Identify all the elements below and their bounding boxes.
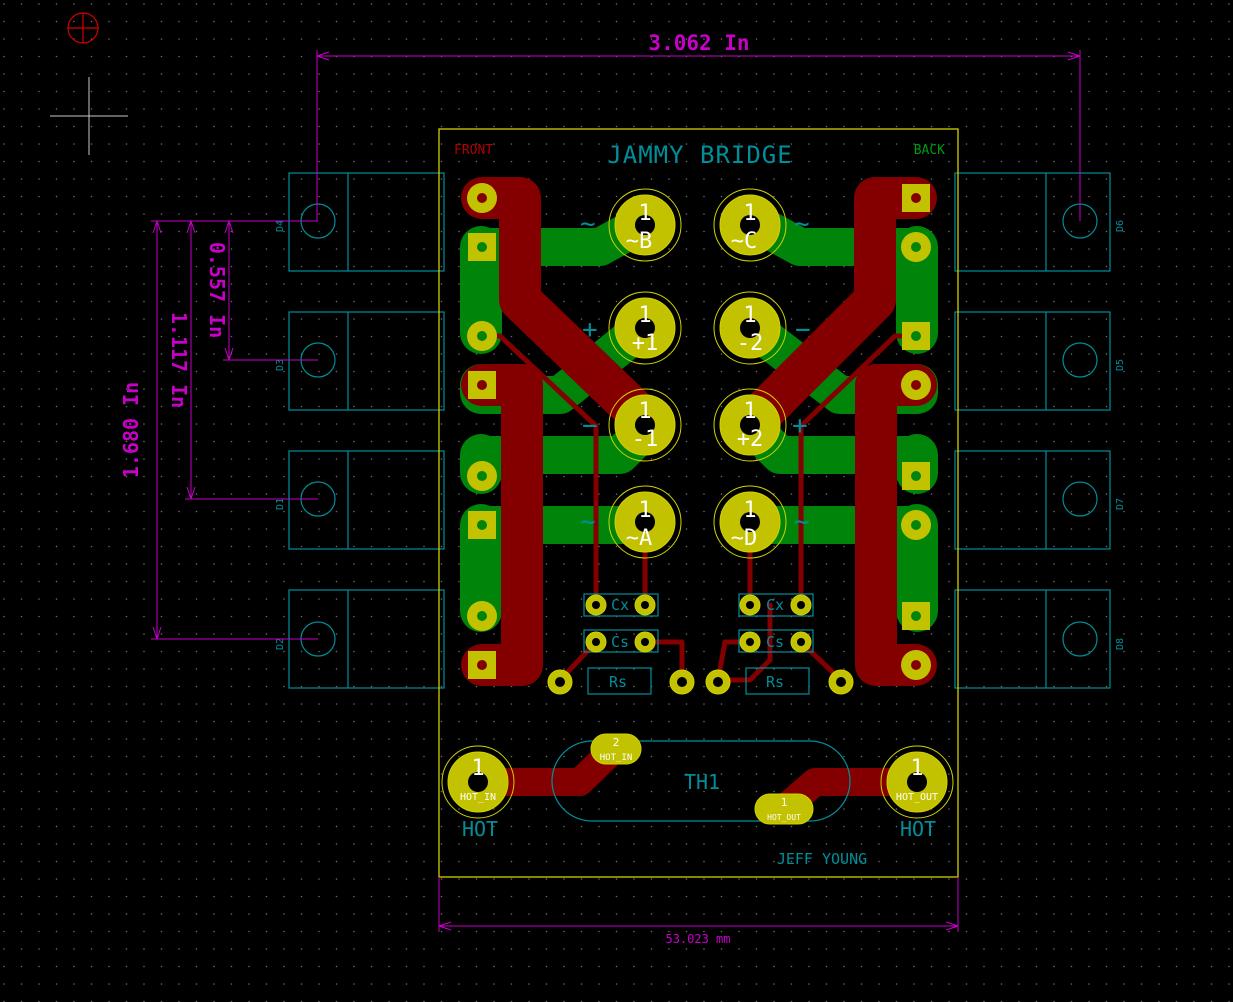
diode-d7: [954, 450, 1111, 550]
th1-pin2-net: HOT_IN: [600, 753, 633, 763]
th1-pin2: 2: [613, 736, 620, 749]
board-title: JAMMY BRIDGE: [607, 141, 792, 169]
dimension-1117: 1.117 In: [167, 312, 191, 408]
label-d7: D7: [1115, 498, 1126, 510]
label-d5: D5: [1115, 359, 1126, 371]
back-label: BACK: [914, 143, 945, 158]
author-label: JEFF YOUNG: [777, 850, 867, 868]
pad-hot-out-pin: 1: [910, 756, 923, 781]
terminal-pads: [447, 194, 948, 813]
small-pads: [547, 594, 854, 825]
diode-d4: [288, 172, 445, 272]
cs-left-label: Cs: [611, 633, 629, 651]
dimension-1680: 1.680 In: [119, 382, 143, 478]
dimension-top-width: 3.062 In: [648, 31, 749, 55]
th1-pin1-net: HOT_OUT: [767, 813, 801, 822]
pad-c-pin: 1: [743, 201, 756, 226]
rs-right-label: Rs: [766, 673, 784, 691]
label-d3: D3: [275, 359, 286, 371]
pad-hot-out-net: HOT_OUT: [896, 792, 938, 803]
pad-c-net: ~C: [731, 229, 758, 254]
hot-right-label: HOT: [900, 817, 936, 841]
diode-d5: [954, 311, 1111, 411]
pad-d-pin: 1: [743, 498, 756, 523]
plus-2: +: [792, 411, 808, 441]
pad-b-net: ~B: [626, 229, 653, 254]
minus-2: −: [795, 315, 811, 345]
th1-pin1: 1: [781, 796, 788, 809]
label-d1: D1: [275, 498, 286, 510]
front-label: FRONT: [454, 143, 493, 158]
dimension-0557: 0.557 In: [205, 242, 229, 338]
tilde-c: ~: [794, 209, 810, 239]
tilde-a: ~: [580, 507, 596, 537]
pad-minus2-pin: 1: [743, 303, 756, 328]
pad-a-pin: 1: [638, 498, 651, 523]
origin-marker: [67, 12, 99, 44]
pad-plus2-pin: 1: [743, 399, 756, 424]
plus-1: +: [582, 315, 598, 345]
pad-hot-in-pin: 1: [471, 756, 484, 781]
pad-minus2-net: -2: [737, 331, 764, 356]
pad-hot-in-net: HOT_IN: [460, 792, 496, 803]
minus-1: −: [582, 411, 598, 441]
label-d4: D4: [275, 220, 286, 232]
pad-b-pin: 1: [638, 201, 651, 226]
label-d8: D8: [1115, 638, 1126, 650]
tilde-d: ~: [794, 507, 810, 537]
dimension-lines: [151, 50, 1081, 932]
board-outline: [438, 128, 959, 878]
diode-footprints: [288, 172, 1111, 822]
diode-d8: [954, 589, 1111, 689]
dimension-bottom-width: 53.023 mm: [665, 932, 730, 946]
thermistor-label: TH1: [684, 770, 720, 794]
pad-minus1-pin: 1: [638, 399, 651, 424]
tilde-b: ~: [580, 209, 596, 239]
cx-left-label: Cx: [611, 596, 629, 614]
cs-right-label: Cs: [766, 633, 784, 651]
pad-plus2-net: +2: [737, 427, 764, 452]
rs-left-label: Rs: [609, 673, 627, 691]
pad-a-net: ~A: [626, 526, 653, 551]
pad-d-net: ~D: [731, 526, 758, 551]
cx-right-label: Cx: [766, 596, 784, 614]
pad-plus1-net: +1: [632, 331, 659, 356]
pad-plus1-pin: 1: [638, 303, 651, 328]
pad-minus1-net: -1: [632, 427, 659, 452]
label-d6: D6: [1115, 220, 1126, 232]
hot-left-label: HOT: [462, 817, 498, 841]
diode-pads: [467, 183, 931, 680]
cursor-crosshair: [50, 77, 128, 155]
label-d2: D2: [275, 638, 286, 650]
